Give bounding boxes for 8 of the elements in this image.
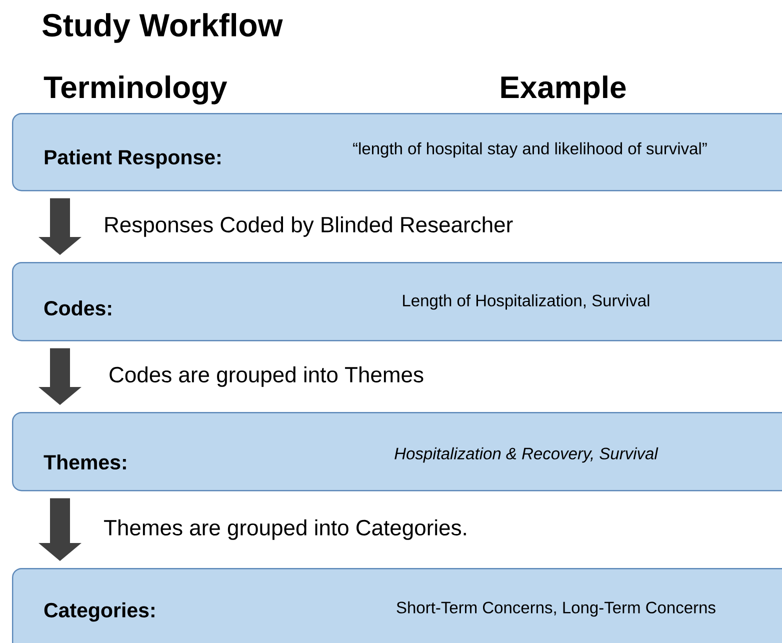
- title: Study Workflow: [42, 13, 283, 43]
- process-box: Codes: Length of Hospitalization, Survival: [12, 262, 782, 342]
- process-box: Categories: Short-Term Concerns, Long-Term Concerns: [12, 568, 782, 643]
- edge-label: Responses Coded by Blinded Researcher: [105, 216, 513, 237]
- edge-label: Codes are grouped into Themes: [110, 366, 424, 387]
- edge-label: Themes are grouped into Categories.: [104, 519, 466, 540]
- process-box: Themes: Hospitalization & Recovery, Survival: [12, 412, 782, 492]
- process-box: Patient Response: “length of hospital stay and likelihood of survival”: [12, 113, 782, 192]
